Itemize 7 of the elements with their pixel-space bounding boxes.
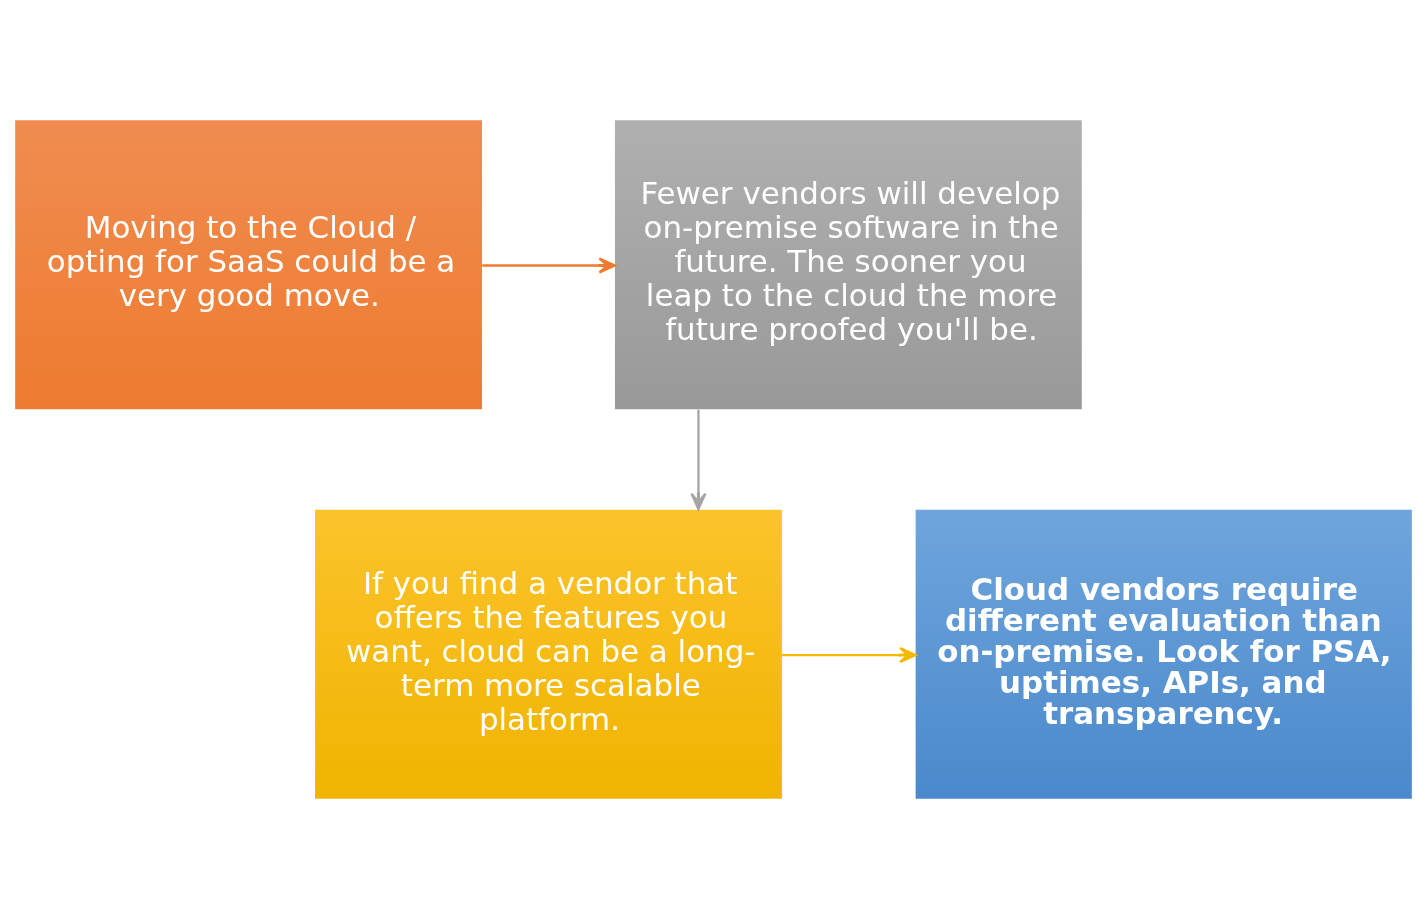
arrow: [482, 256, 617, 274]
arrow: [690, 409, 707, 510]
node-box: Moving to the Cloud / opting for SaaS could be a very good move.: [15, 119, 482, 409]
node-box: Fewer vendors will develop on-premise software in the future. The sooner you leap to the cloud the more future proofed you'll be.: [614, 119, 1082, 409]
arrow: [781, 646, 917, 663]
node-box: Cloud vendors require different evaluation than on-premise. Look for PSA, uptimes, APIs, and transparency.: [915, 509, 1412, 799]
node-box: If you find a vendor that offers the features you want, cloud can be a long-term more scalable platform.: [315, 509, 782, 799]
